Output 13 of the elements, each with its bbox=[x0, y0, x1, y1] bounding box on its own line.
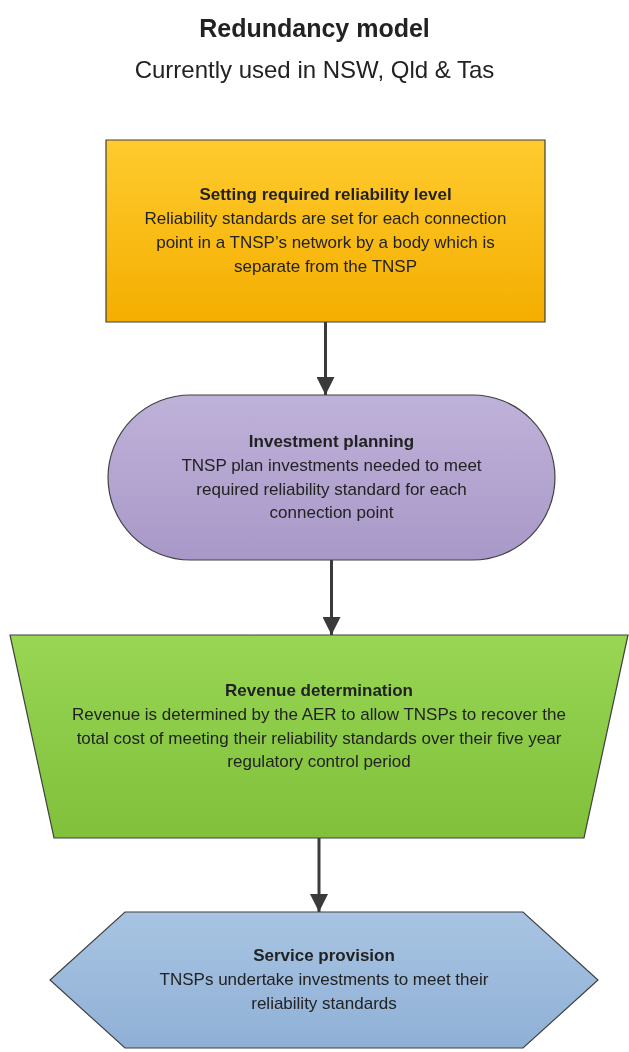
diagram-title: Redundancy model bbox=[198, 14, 431, 43]
node-description: Reliability standards are set for each connection point in a TNSP’s network by a body which is separate from the TNSP bbox=[143, 208, 508, 278]
node-heading: Investment planning bbox=[248, 430, 415, 453]
node-heading: Service provision bbox=[253, 945, 395, 968]
arrow bbox=[316, 322, 335, 395]
arrow bbox=[310, 838, 328, 912]
arrow bbox=[322, 560, 341, 635]
subtitle: Currently used in NSW, Qld & Tas bbox=[133, 56, 496, 84]
node-description: TNSP plan investments needed to meet required reliability standard for each connection point bbox=[180, 454, 483, 525]
node-description: TNSPs undertake investments to meet their reliability standards bbox=[158, 969, 490, 1015]
node-heading: Setting required reliability level bbox=[199, 184, 452, 207]
node-heading: Revenue determination bbox=[225, 679, 413, 702]
node-description: Revenue is determined by the AER to allow TNSPs to recover the total cost of meeting their reliability standards over their five year regulatory control period bbox=[71, 703, 567, 774]
